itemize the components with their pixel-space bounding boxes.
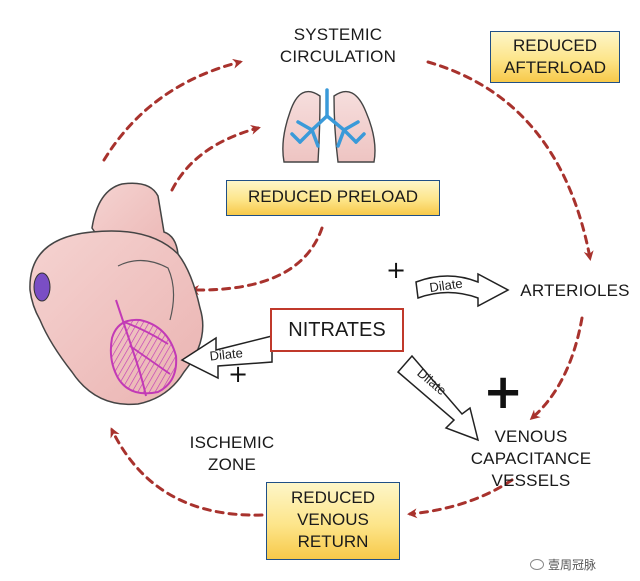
ischemic-line1: ISCHEMIC: [189, 433, 275, 452]
watermark-text: 壹周冠脉: [548, 558, 597, 572]
reduced-venous-line1: REDUCED: [290, 488, 376, 507]
dilate-label-heart: Dilate: [209, 345, 244, 363]
venous-line3: VESSELS: [491, 471, 571, 490]
arrow-return-to-heart: [110, 427, 264, 517]
arrow-venous-to-return: [407, 478, 514, 519]
reduced-venous-return-box: REDUCED VENOUS RETURN: [266, 482, 400, 560]
ischemic-zone-label: ISCHEMIC ZONE: [172, 432, 292, 476]
arrow-heart-to-lungs: [170, 124, 261, 192]
watermark: 壹周冠脉: [530, 556, 596, 573]
systemic-line2: CIRCULATION: [279, 47, 397, 66]
reduced-venous-line2: VENOUS: [297, 510, 369, 529]
dilate-arrow-arterioles: Dilate: [415, 272, 510, 308]
systemic-circulation-label: SYSTEMIC CIRCULATION: [268, 24, 408, 68]
plus-sign-heart: +: [228, 360, 249, 388]
systemic-line1: SYSTEMIC: [293, 25, 383, 44]
arrow-systemic-to-arterioles: [426, 60, 594, 261]
wechat-icon: [530, 559, 544, 570]
reduced-venous-line3: RETURN: [297, 532, 369, 551]
lungs-illustration: [282, 88, 376, 163]
reduced-preload-text: REDUCED PRELOAD: [247, 187, 419, 206]
arrow-arterioles-to-venous: [529, 316, 584, 420]
heart-illustration: [29, 182, 204, 406]
reduced-preload-box: REDUCED PRELOAD: [226, 180, 440, 216]
nitrates-box: NITRATES: [270, 308, 404, 352]
plus-sign-arterioles: +: [386, 256, 407, 284]
plus-sign-venous: +: [483, 364, 524, 420]
venous-line2: CAPACITANCE: [470, 449, 592, 468]
arrow-preload-to-heart: [189, 226, 324, 296]
dilate-label-arterioles: Dilate: [428, 276, 463, 295]
ischemic-line2: ZONE: [207, 455, 257, 474]
reduced-afterload-line2: AFTERLOAD: [503, 58, 607, 77]
reduced-afterload-box: REDUCED AFTERLOAD: [490, 31, 620, 83]
venous-capacitance-label: VENOUS CAPACITANCE VESSELS: [466, 426, 596, 492]
arterioles-label: ARTERIOLES: [520, 281, 630, 300]
reduced-afterload-line1: REDUCED: [512, 36, 598, 55]
venous-line1: VENOUS: [494, 427, 568, 446]
arrow-heart-to-systemic: [102, 58, 243, 162]
heart-opening: [33, 272, 51, 302]
dilate-arrow-heart: Dilate: [180, 335, 273, 380]
nitrates-text: NITRATES: [288, 319, 386, 341]
